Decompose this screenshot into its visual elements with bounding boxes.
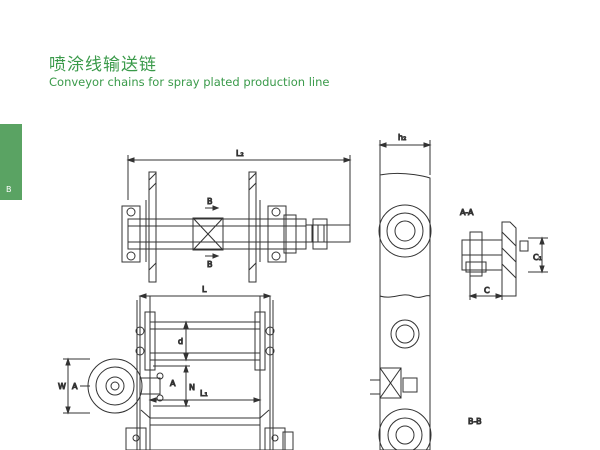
label-c: C bbox=[484, 286, 490, 295]
middle-chain-link bbox=[135, 295, 275, 450]
dimension-w bbox=[63, 357, 90, 415]
label-section-bb: B-B bbox=[468, 417, 482, 426]
bottom-chain-link bbox=[125, 409, 294, 450]
top-chain-assembly bbox=[121, 171, 351, 283]
label-a-right: A bbox=[170, 379, 176, 388]
label-l2: L₂ bbox=[236, 149, 244, 158]
dimension-l2 bbox=[126, 155, 352, 230]
label-n: N bbox=[189, 383, 195, 392]
dimension-d bbox=[183, 320, 189, 362]
dimension-l bbox=[138, 293, 272, 299]
label-l1: L₁ bbox=[200, 389, 208, 398]
label-l: L bbox=[202, 285, 207, 294]
dimension-l1 bbox=[148, 397, 262, 403]
page-subtitle: Conveyor chains for spray plated product… bbox=[49, 75, 330, 89]
label-a-left: A bbox=[72, 382, 78, 391]
label-c1: C₁ bbox=[533, 253, 542, 262]
section-tab-letter: B bbox=[6, 185, 12, 194]
label-b-top: B bbox=[207, 197, 213, 206]
label-w: W bbox=[58, 382, 66, 391]
section-tab: B bbox=[0, 124, 22, 200]
side-view-chain bbox=[370, 140, 432, 450]
label-section-aa: A-A bbox=[460, 208, 474, 217]
label-h2: h₂ bbox=[398, 133, 406, 142]
section-mark-b bbox=[205, 205, 220, 259]
section-aa-detail bbox=[461, 221, 548, 300]
label-d: d bbox=[178, 337, 183, 346]
label-b-bottom: B bbox=[207, 260, 213, 269]
page-title: 喷涂线输送链 bbox=[49, 55, 157, 75]
